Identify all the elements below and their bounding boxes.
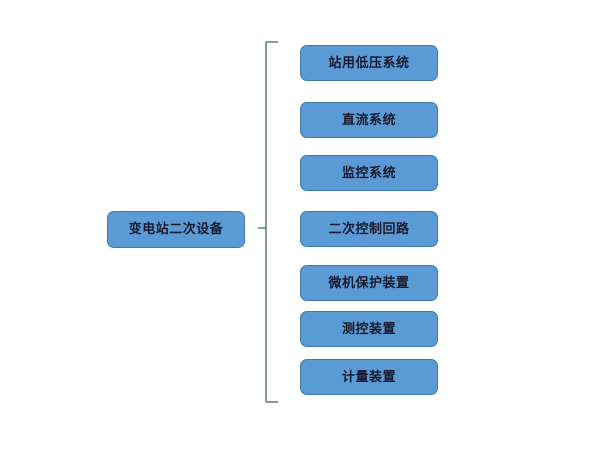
child-node-dc-system[interactable]: 直流系统 (300, 102, 438, 138)
child-node-monitoring-system[interactable]: 监控系统 (300, 155, 438, 191)
child-node-secondary-control-circuit[interactable]: 二次控制回路 (300, 211, 438, 247)
child-node-metering-device[interactable]: 计量装置 (300, 359, 438, 395)
child-node-station-low-voltage-system[interactable]: 站用低压系统 (300, 45, 438, 81)
child-node-microcomputer-protection-device[interactable]: 微机保护装置 (300, 265, 438, 301)
child-node-measurement-control-device[interactable]: 测控装置 (300, 311, 438, 347)
root-node[interactable]: 变电站二次设备 (107, 211, 245, 248)
